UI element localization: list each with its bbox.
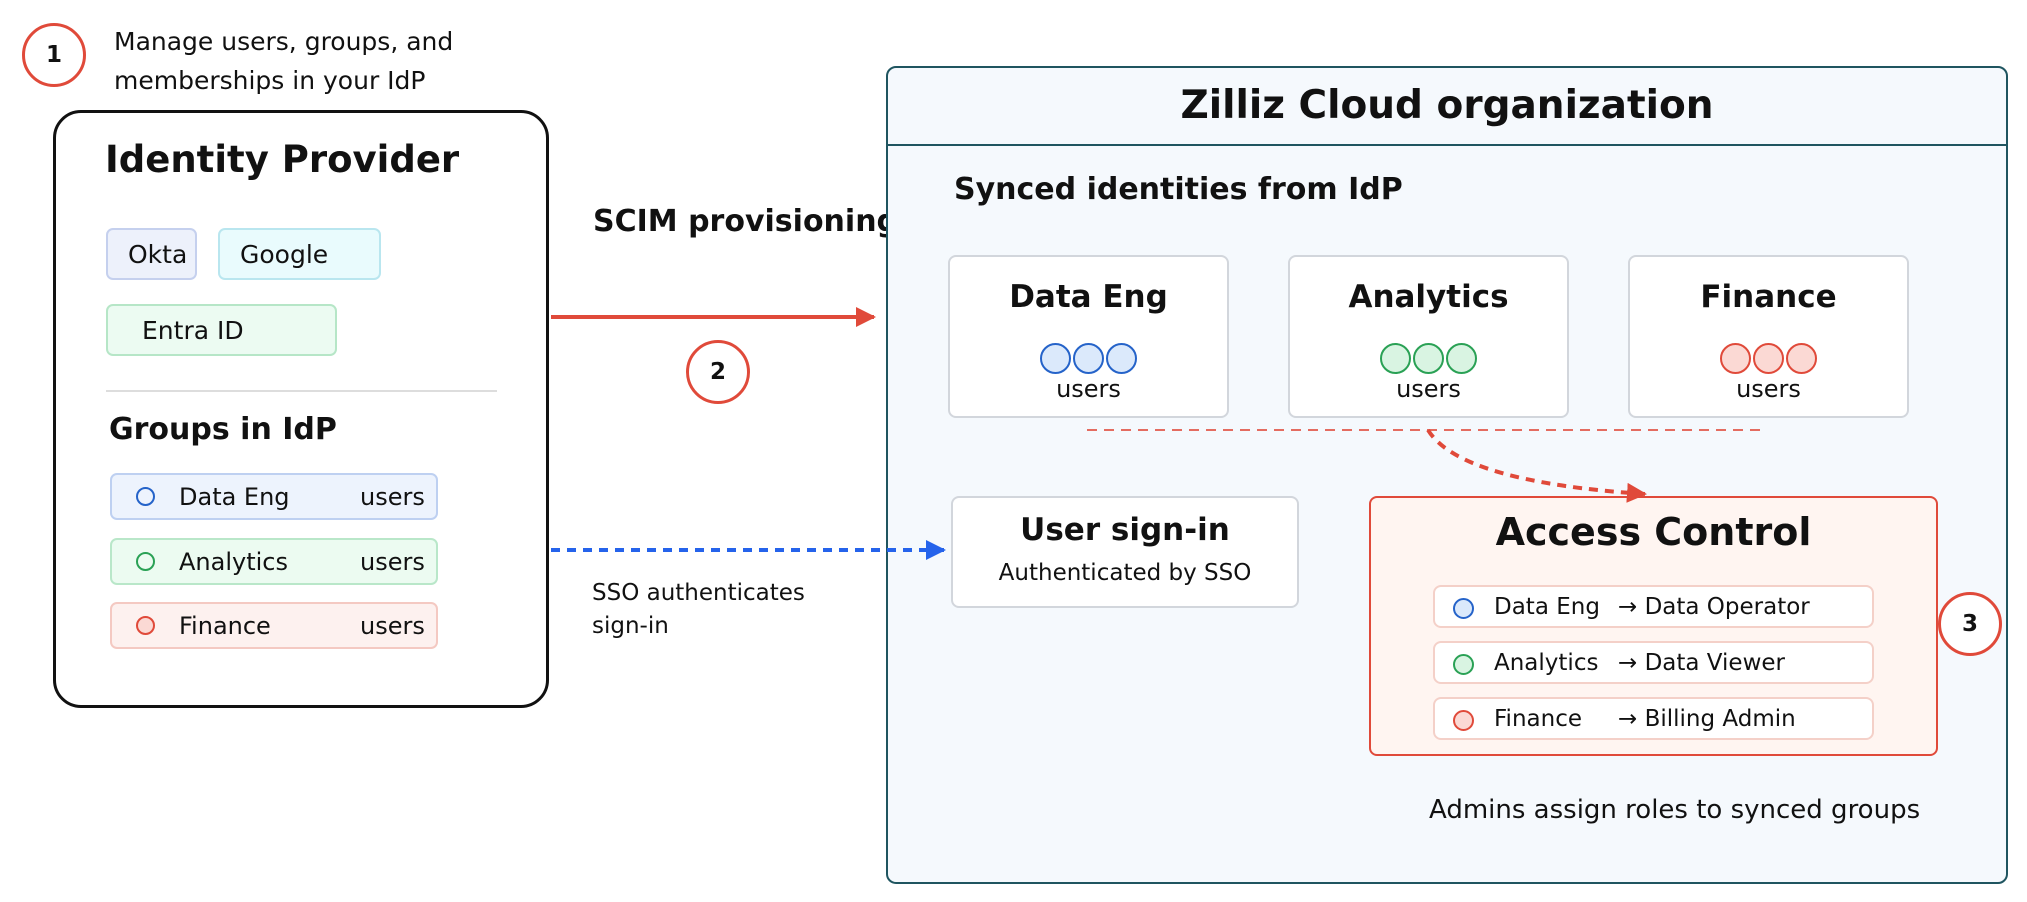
sso-label-line-1: SSO authenticates <box>592 580 805 606</box>
step-2-badge: 2 <box>686 340 750 404</box>
role-name: → Data Operator <box>1618 594 1810 620</box>
synced-group-name: Data Eng <box>1009 279 1168 315</box>
scim-provisioning-label: SCIM provisioning <box>593 204 899 239</box>
blue-circle-icon <box>136 487 155 506</box>
step-1-note-line-2: memberships in your IdP <box>114 66 426 95</box>
role-group-name: Data Eng <box>1494 594 1600 620</box>
idp-group-row-finance: Finance users <box>110 602 438 649</box>
idp-divider <box>106 390 497 392</box>
groups-in-idp-title: Groups in IdP <box>109 412 337 447</box>
admins-note: Admins assign roles to synced groups <box>1429 795 1921 825</box>
idp-group-name: Analytics <box>179 548 288 576</box>
idp-group-row-analytics: Analytics users <box>110 538 438 585</box>
step-3-badge: 3 <box>1938 592 2002 656</box>
synced-identities-title: Synced identities from IdP <box>954 172 1403 207</box>
role-group-name: Finance <box>1494 706 1582 732</box>
idp-group-name: Data Eng <box>179 483 290 511</box>
step-1-note-line-1: Manage users, groups, and <box>114 27 454 56</box>
provider-chip-okta: Okta <box>106 228 197 280</box>
blue-circle-icon <box>1453 598 1474 619</box>
synced-group-card-finance: Finance users <box>1628 255 1909 418</box>
access-control-title: Access Control <box>1495 510 1812 554</box>
red-circle-icon <box>1453 710 1474 731</box>
org-title: Zilliz Cloud organization <box>886 66 2008 146</box>
green-circle-icon <box>136 552 155 571</box>
user-sign-in-title: User sign-in <box>1020 512 1230 548</box>
provider-chip-google: Google <box>218 228 381 280</box>
user-circle-icon <box>1720 343 1751 374</box>
identity-provider-title: Identity Provider <box>105 138 460 181</box>
idp-group-row-data-eng: Data Eng users <box>110 473 438 520</box>
user-circle-icon <box>1753 343 1784 374</box>
user-circle-icon <box>1446 343 1477 374</box>
user-circle-icon <box>1413 343 1444 374</box>
idp-group-users: users <box>360 612 425 640</box>
step-1-badge: 1 <box>22 23 86 87</box>
provider-chip-entra-id: Entra ID <box>106 304 337 356</box>
user-circles <box>1290 343 1567 374</box>
idp-group-users: users <box>360 548 425 576</box>
synced-group-users: users <box>1736 375 1801 403</box>
role-mapping-finance: Finance → Billing Admin <box>1433 697 1874 740</box>
green-circle-icon <box>1453 654 1474 675</box>
user-circle-icon <box>1380 343 1411 374</box>
red-circle-icon <box>136 616 155 635</box>
user-circle-icon <box>1106 343 1137 374</box>
user-circles <box>1630 343 1907 374</box>
role-mapping-data-eng: Data Eng → Data Operator <box>1433 585 1874 628</box>
role-name: → Billing Admin <box>1618 706 1796 732</box>
synced-group-users: users <box>1396 375 1461 403</box>
user-circle-icon <box>1073 343 1104 374</box>
synced-group-users: users <box>1056 375 1121 403</box>
user-sign-in-subtitle: Authenticated by SSO <box>998 560 1252 586</box>
role-name: → Data Viewer <box>1618 650 1785 676</box>
user-sign-in-box: User sign-in Authenticated by SSO <box>951 496 1299 608</box>
role-group-name: Analytics <box>1494 650 1599 676</box>
synced-group-name: Finance <box>1700 279 1837 315</box>
user-circle-icon <box>1786 343 1817 374</box>
user-circle-icon <box>1040 343 1071 374</box>
sso-label-line-2: sign-in <box>592 613 669 639</box>
roles-arrow <box>1426 428 1647 503</box>
synced-group-card-analytics: Analytics users <box>1288 255 1569 418</box>
role-mapping-analytics: Analytics → Data Viewer <box>1433 641 1874 684</box>
idp-group-users: users <box>360 483 425 511</box>
idp-group-name: Finance <box>179 612 271 640</box>
synced-group-card-data-eng: Data Eng users <box>948 255 1229 418</box>
synced-group-name: Analytics <box>1348 279 1509 315</box>
user-circles <box>950 343 1227 374</box>
sso-label: SSO authenticates sign-in <box>592 577 805 643</box>
step-1-note: Manage users, groups, and memberships in… <box>114 22 453 100</box>
